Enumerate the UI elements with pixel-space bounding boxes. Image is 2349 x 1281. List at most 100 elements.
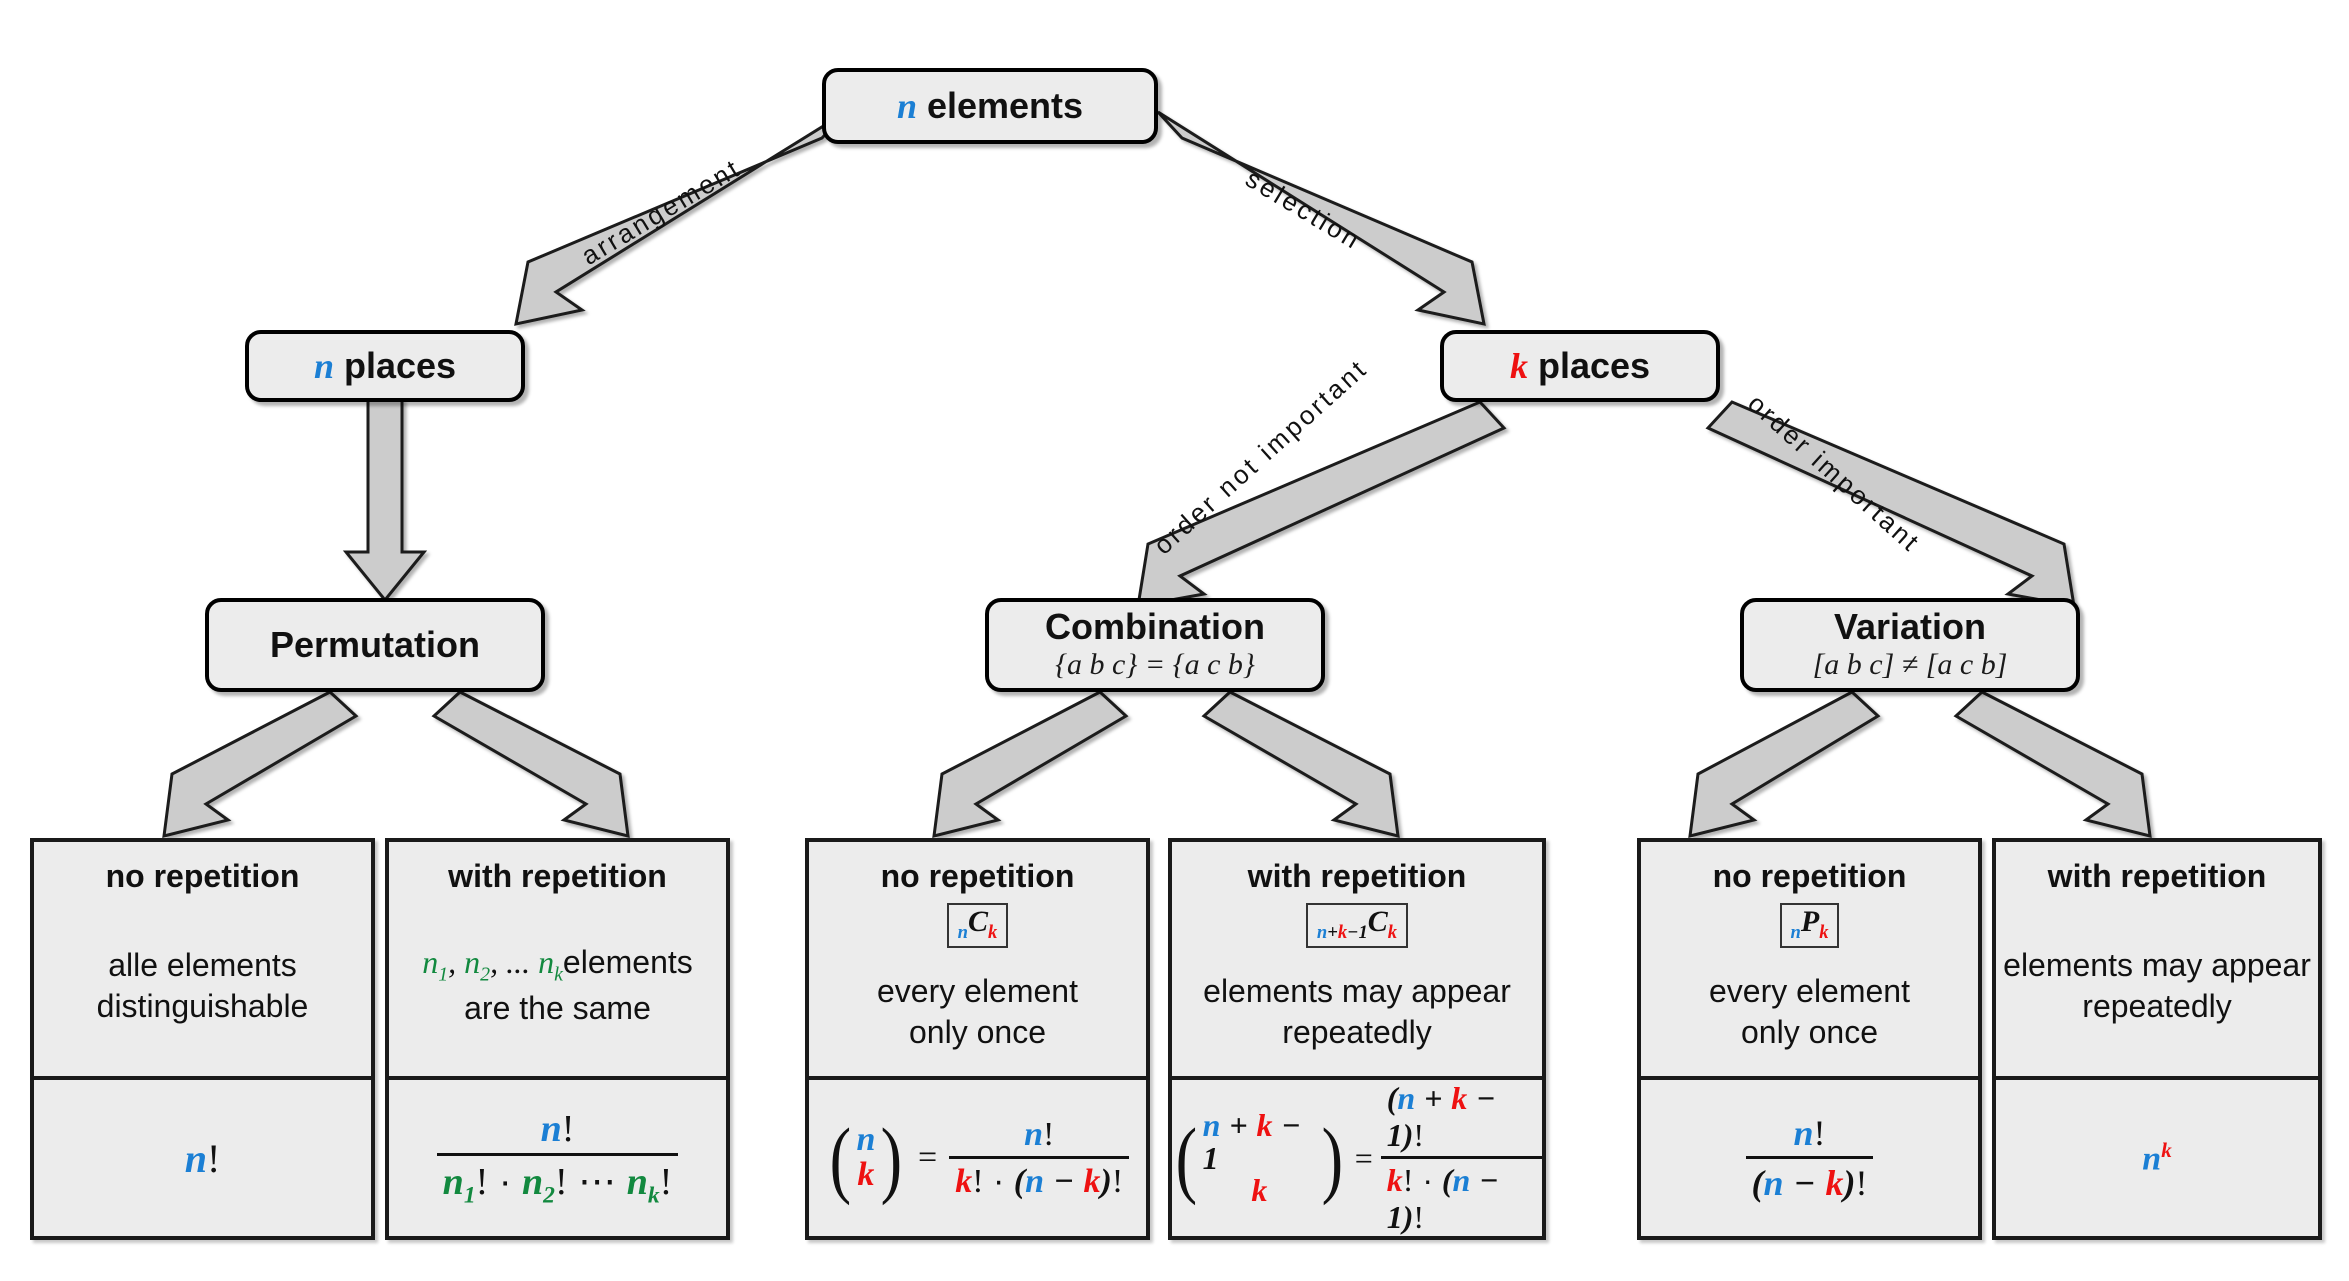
notation-nCk: nCk — [946, 903, 1009, 948]
node-variation[interactable]: Variation [a b c] ≠ [a c b] — [1740, 598, 2080, 692]
notation-nPk: nPk — [1779, 903, 1840, 948]
node-permutation-title: Permutation — [269, 624, 481, 666]
fraction-denominator: k! · (n − 1)! — [1380, 1156, 1542, 1236]
arrow-variation-to-var-no-rep — [1688, 690, 1881, 838]
symbol-n: n — [896, 85, 917, 126]
symbol-C: C — [968, 905, 989, 938]
symbol-C: C — [1367, 905, 1388, 938]
node-n-elements-label: n elements — [896, 84, 1084, 126]
leaf-description: alle elements distinguishable — [91, 945, 315, 1027]
node-variation-title: Variation — [1833, 605, 1987, 647]
leaf-header: with repetition — [448, 858, 667, 894]
leaf-header: no repetition — [880, 858, 1075, 894]
leaf-comb-no-rep[interactable]: no repetition nCk every element only onc… — [805, 838, 1150, 1240]
fraction: n! k! · (n − k)! — [949, 1115, 1130, 1201]
leaf-desc-line1: elements may appear — [1203, 972, 1511, 1009]
edge-label-selection: selection — [1240, 163, 1368, 256]
node-k-places[interactable]: k places — [1440, 330, 1720, 402]
node-combination-title: Combination — [1045, 605, 1265, 647]
symbol-k: k — [1337, 922, 1348, 943]
leaf-formula: ( n k ) = n! k! · (n − — [809, 1080, 1146, 1236]
edge-label-order-important: order important — [1742, 387, 1927, 559]
leaf-header: with repetition — [2047, 858, 2267, 894]
arrow-combination-to-comb-no-rep — [932, 690, 1129, 838]
symbol-n: n — [1316, 922, 1328, 943]
symbol-factorial: ! — [206, 1135, 221, 1181]
leaf-description: every element only once — [871, 971, 1084, 1053]
symbol-n: n — [313, 345, 334, 386]
symbol-k: k — [1819, 922, 1829, 943]
symbol-dots: ... — [506, 944, 531, 981]
leaf-desc-line1: alle elements — [108, 946, 297, 983]
leaf-perm-with-rep[interactable]: with repetition n1, n2, ... nkelements a… — [385, 838, 730, 1240]
leaf-perm-no-rep[interactable]: no repetition alle elements distinguisha… — [30, 838, 375, 1240]
arrow-permutation-to-perm-with-rep — [431, 690, 630, 838]
leaf-description: elements may appear repeatedly — [1997, 945, 2317, 1027]
symbol-n: n — [957, 922, 969, 943]
symbol-equals: = — [918, 1139, 938, 1176]
node-n-elements-word: elements — [926, 84, 1084, 126]
leaf-formula: ( n + k − 1 k ) = (n + k − 1)! k! · ( — [1172, 1080, 1542, 1236]
binomial-coefficient: ( n k ) — [829, 1109, 903, 1206]
fraction-numerator: n! — [1793, 1113, 1826, 1153]
leaf-formula: n! — [34, 1080, 371, 1236]
leaf-desc-word: elements — [562, 944, 693, 981]
leaf-description: every element only once — [1703, 971, 1916, 1053]
leaf-perm-no-rep-top: no repetition alle elements distinguisha… — [34, 842, 371, 1080]
symbol-equals: = — [1354, 1139, 1373, 1176]
leaf-desc-line2: are the same — [464, 989, 651, 1026]
node-k-places-word: places — [1537, 344, 1651, 386]
symbol-n: n — [184, 1135, 207, 1181]
leaf-var-with-rep[interactable]: with repetition elements may appear repe… — [1992, 838, 2322, 1240]
leaf-desc-line2: repeatedly — [2082, 987, 2232, 1024]
fraction-denominator: n1! · n2! ⋯ nk! — [436, 1152, 679, 1210]
leaf-var-with-rep-top: with repetition elements may appear repe… — [1996, 842, 2318, 1080]
leaf-desc-line2: distinguishable — [96, 987, 309, 1024]
node-n-places[interactable]: n places — [245, 330, 525, 402]
leaf-formula: n! (n − k)! — [1641, 1080, 1978, 1236]
edge-label-arrangement: arrangement — [576, 152, 747, 271]
symbol-n: n — [1790, 922, 1801, 943]
symbol-k: k — [988, 922, 998, 943]
fraction-numerator: n! — [540, 1107, 575, 1150]
fraction-denominator: k! · (n − k)! — [949, 1156, 1130, 1201]
fraction-numerator: (n + k − 1)! — [1386, 1080, 1496, 1153]
notation-npluskminus1Ck: n+k−1Ck — [1305, 903, 1409, 948]
symbol-n1: n1 — [422, 944, 449, 986]
symbol-n: n — [2142, 1140, 2162, 1178]
fraction: n! (n − k)! — [1745, 1112, 1874, 1204]
leaf-description: n1, n2, ... nkelements are the same — [416, 942, 699, 1029]
leaf-header: no repetition — [1712, 858, 1907, 894]
binomial-coefficient: ( n + k − 1 k ) — [1175, 1107, 1344, 1209]
leaf-desc-line1: every element — [1709, 972, 1910, 1009]
fraction: n! n1! · n2! ⋯ nk! — [436, 1107, 679, 1210]
node-n-elements[interactable]: n elements — [822, 68, 1158, 144]
leaf-header: no repetition — [105, 858, 300, 894]
symbol-P: P — [1800, 905, 1820, 938]
leaf-desc-line2: only once — [1741, 1013, 1878, 1050]
arrow-permutation-to-perm-no-rep — [162, 690, 359, 838]
arrow-variation-to-var-with-rep — [1953, 690, 2152, 838]
leaf-desc-line1: elements may appear — [2003, 946, 2311, 983]
leaf-comb-with-rep[interactable]: with repetition n+k−1Ck elements may app… — [1168, 838, 1546, 1240]
node-combination[interactable]: Combination {a b c} = {a c b} — [985, 598, 1325, 692]
fraction: (n + k − 1)! k! · (n − 1)! — [1380, 1080, 1542, 1236]
edge-label-order-not-important: order not important — [1147, 352, 1374, 561]
leaf-var-no-rep[interactable]: no repetition nPk every element only onc… — [1637, 838, 1982, 1240]
node-n-places-word: places — [343, 344, 457, 386]
leaf-desc-line2: only once — [909, 1013, 1046, 1050]
leaf-desc-math: n1, n2, ... nk — [422, 944, 563, 986]
leaf-formula: n! n1! · n2! ⋯ nk! — [389, 1080, 726, 1236]
node-combination-subtitle: {a b c} = {a c b} — [1055, 648, 1255, 682]
node-permutation[interactable]: Permutation — [205, 598, 545, 692]
fraction-denominator: (n − k)! — [1745, 1156, 1874, 1204]
node-variation-subtitle: [a b c] ≠ [a c b] — [1812, 648, 2008, 682]
symbol-k: k — [2161, 1137, 2172, 1162]
node-k-places-label: k places — [1510, 344, 1651, 386]
node-n-elements-text — [917, 85, 927, 126]
node-n-places-label: n places — [313, 344, 457, 386]
fraction-numerator: n! — [1024, 1116, 1055, 1153]
leaf-comb-no-rep-top: no repetition nCk every element only onc… — [809, 842, 1146, 1080]
leaf-description: elements may appear repeatedly — [1197, 971, 1517, 1053]
